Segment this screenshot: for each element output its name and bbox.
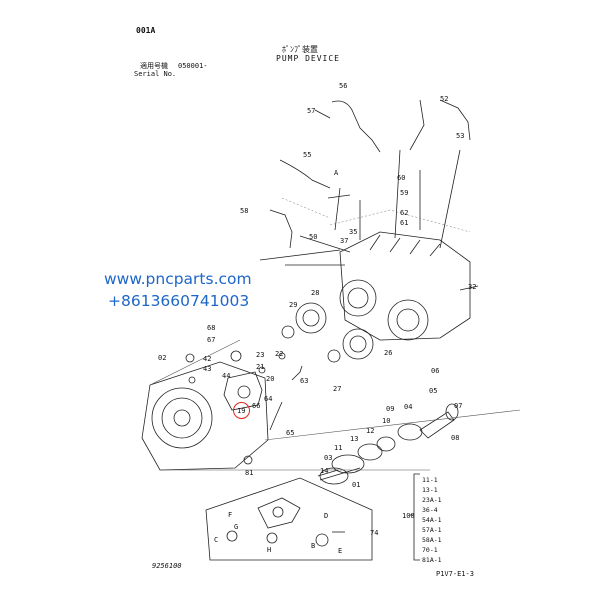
shaft-05 — [419, 411, 455, 439]
kit-item: 13-1 — [422, 486, 438, 494]
callout-E: E — [338, 547, 343, 555]
callout-20: 20 — [266, 375, 275, 383]
callout-03: 03 — [324, 454, 333, 462]
kit-item: 70-1 — [422, 546, 438, 554]
pipe-56 — [331, 100, 381, 153]
callout-23: 23 — [256, 351, 265, 359]
kit-item: 57A-1 — [422, 526, 442, 534]
callout-H: H — [267, 546, 272, 554]
kit-74-box — [205, 477, 373, 561]
callout-53: 53 — [456, 132, 465, 140]
callout-05: 05 — [429, 387, 438, 395]
callout-44: 44 — [222, 372, 231, 380]
callout-13: 13 — [350, 435, 359, 443]
watermark-website: www.pncparts.com — [104, 270, 252, 288]
callout-06: 06 — [431, 367, 440, 375]
page-title: PUMP DEVICE — [276, 54, 340, 63]
callout-35: 35 — [349, 228, 358, 236]
callout-66: 66 — [252, 402, 261, 410]
callout-61: 61 — [400, 219, 409, 227]
callout-10: 10 — [382, 417, 391, 425]
callout-A: A — [334, 169, 339, 177]
callout-56: 56 — [339, 82, 348, 90]
callout-11: 11 — [334, 444, 343, 452]
callout-19: 19 — [237, 407, 246, 415]
housing-02 — [141, 361, 269, 471]
callout-G: G — [234, 523, 239, 531]
callout-28: 28 — [311, 289, 320, 297]
pipe-55 — [279, 159, 331, 189]
callout-57: 57 — [307, 107, 316, 115]
callout-07: 07 — [454, 402, 463, 410]
kit-item: 11-1 — [422, 476, 438, 484]
gear-28 — [295, 302, 327, 334]
page-title-jp: ﾎﾟﾝﾌﾟ装置 — [282, 45, 318, 54]
callout-29: 29 — [289, 301, 298, 309]
kit-item: 81A-1 — [422, 556, 442, 564]
callout-22: 22 — [275, 350, 284, 358]
kit-item: 36-4 — [422, 506, 438, 514]
callout-64: 64 — [264, 395, 273, 403]
callout-59: 59 — [400, 189, 409, 197]
callout-67: 67 — [207, 336, 216, 344]
callout-14: 14 — [320, 467, 329, 475]
callout-D: D — [324, 512, 329, 520]
callout-63: 63 — [300, 377, 309, 385]
callout-37: 37 — [340, 237, 349, 245]
serial-label: Serial No. — [134, 70, 177, 78]
callout-68: 68 — [207, 324, 216, 332]
footer-left-code: 9256100 — [152, 562, 182, 570]
kit-item: 54A-1 — [422, 516, 442, 524]
callout-62: 62 — [400, 209, 409, 217]
callout-32: 32 — [468, 283, 477, 291]
kit-item: 23A-1 — [422, 496, 442, 504]
watermark-phone: +8613660741003 — [108, 292, 250, 310]
pipe-58 — [269, 209, 293, 249]
callout-12: 12 — [366, 427, 375, 435]
highlight-ring — [233, 402, 250, 419]
callout-09: 09 — [386, 405, 395, 413]
callout-81: 81 — [245, 469, 254, 477]
callout-50: 50 — [309, 233, 318, 241]
callout-B: B — [311, 542, 316, 550]
callout-65: 65 — [286, 429, 295, 437]
callout-C: C — [214, 536, 219, 544]
callout-60: 60 — [397, 174, 406, 182]
callout-74: 74 — [370, 529, 379, 537]
callout-F: F — [228, 511, 233, 519]
callout-01: 01 — [352, 481, 361, 489]
callout-27: 27 — [333, 385, 342, 393]
main-pump-body — [339, 231, 471, 341]
serial-value: 050001- — [178, 62, 208, 70]
callout-08: 08 — [451, 434, 460, 442]
callout-04: 04 — [404, 403, 413, 411]
callout-52: 52 — [440, 95, 449, 103]
callout-43: 43 — [203, 365, 212, 373]
footer-right-code: P1V7-E1-3 — [436, 570, 474, 578]
callout-02: 02 — [158, 354, 167, 362]
callout-21: 21 — [256, 363, 265, 371]
serial-label-jp: 適用号機 — [140, 62, 168, 70]
callout-26: 26 — [384, 349, 393, 357]
callout-58: 58 — [240, 207, 249, 215]
callout-55: 55 — [303, 151, 312, 159]
pipe-52 — [439, 99, 471, 141]
kit-item: 58A-1 — [422, 536, 442, 544]
page-code: 001A — [136, 26, 156, 35]
callout-42: 42 — [203, 355, 212, 363]
gear-27 — [342, 328, 374, 360]
kit-label: 100 — [402, 512, 415, 520]
